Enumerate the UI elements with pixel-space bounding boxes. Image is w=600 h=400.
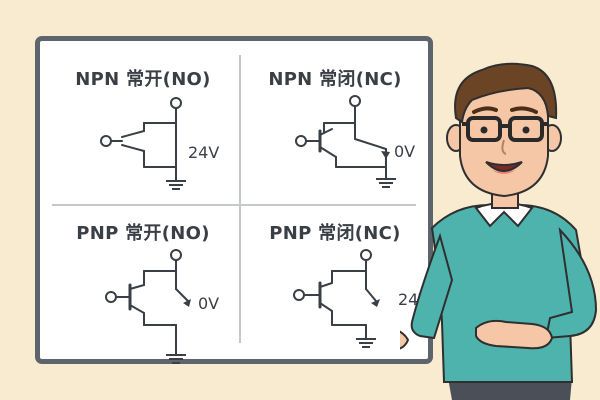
ground-icon [376, 178, 396, 188]
eyebrow [510, 106, 538, 114]
panel-npn-nc: NPN 常闭(NC) [240, 51, 430, 209]
panel-title: NPN 常闭(NC) [268, 69, 402, 90]
terminal-icon [100, 135, 112, 147]
terminal-icon [170, 249, 182, 261]
whiteboard: NPN 常开(NO) [35, 36, 433, 364]
right-hand [475, 319, 554, 350]
terminal-icon [360, 249, 372, 261]
terminal-icon [295, 135, 307, 147]
voltage-label: 0V [394, 142, 415, 161]
eyebrow [472, 106, 498, 114]
emitter-arrow [183, 299, 191, 307]
emitter-arrow [381, 151, 390, 159]
terminal-icon [293, 289, 305, 301]
switch-blade [121, 130, 145, 138]
nose [501, 139, 507, 155]
panel-title: PNP 常开(NO) [76, 223, 210, 244]
divider-vertical [239, 55, 241, 343]
panel-pnp-no: PNP 常开(NO) [48, 209, 238, 367]
panel-title: PNP 常闭(NC) [269, 223, 401, 244]
teacher-illustration [400, 62, 598, 400]
switch-contact [121, 144, 145, 152]
emitter-arrow [371, 299, 380, 307]
circuit-transistor-pnp: 0V [105, 249, 219, 364]
ground-icon [166, 354, 186, 364]
divider-horizontal [52, 204, 416, 206]
left-arm [410, 232, 454, 340]
sweater [430, 203, 592, 383]
terminal-icon [170, 97, 182, 109]
eye [522, 126, 530, 134]
panel-title: NPN 常开(NO) [75, 69, 211, 90]
terminal-icon [105, 291, 117, 303]
mouth [485, 161, 523, 172]
ground-icon [356, 338, 376, 348]
left-hand [400, 330, 410, 350]
circuit-switch-no: 24V [100, 97, 219, 190]
ground-icon [166, 180, 186, 190]
panel-npn-no: NPN 常开(NO) [48, 51, 238, 209]
voltage-label: 0V [198, 294, 219, 313]
terminal-icon [349, 95, 361, 107]
circuit-transistor-npn: 0V [295, 95, 415, 188]
tongue [492, 170, 516, 174]
pants [448, 378, 572, 400]
glasses-icon [462, 116, 548, 142]
eye [480, 126, 488, 134]
right-arm [544, 227, 598, 340]
voltage-label: 24V [188, 143, 219, 162]
hair [454, 62, 558, 124]
